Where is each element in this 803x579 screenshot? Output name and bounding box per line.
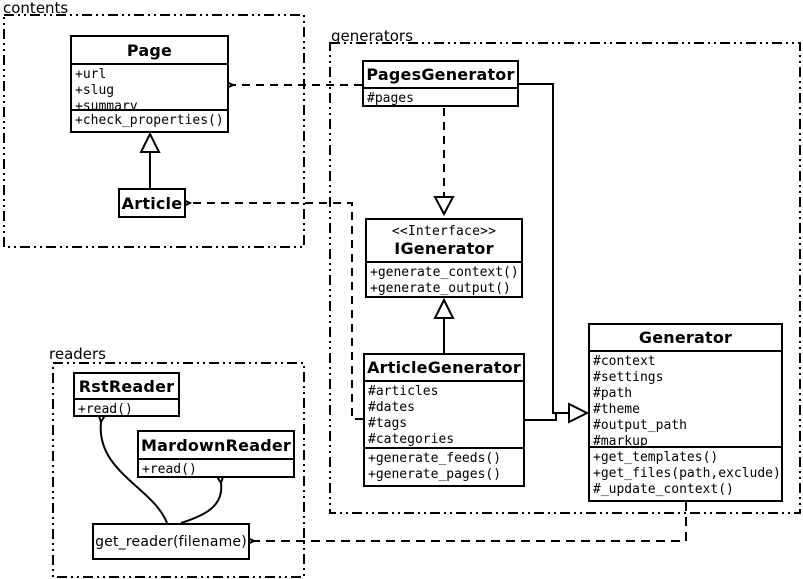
member-row: #_update_context()	[593, 482, 734, 497]
methods-compartment: +generate_context()+generate_output()	[367, 261, 521, 296]
member-row: #path	[593, 386, 633, 401]
package-border-generators	[329, 42, 801, 514]
member-row: #output_path	[593, 418, 687, 433]
edge-generator-to-getreader	[254, 502, 687, 541]
member-row: #theme	[593, 402, 640, 417]
member-row: +get_files(path,exclude)	[593, 466, 781, 481]
class-rst-reader: RstReader +read()	[73, 372, 180, 417]
edge-articlegenerator-to-article	[190, 203, 363, 420]
class-title: RstReader	[78, 376, 175, 396]
member-row: +read()	[78, 402, 133, 415]
attributes-compartment: #pages	[364, 87, 517, 105]
member-row: +generate_output()	[370, 281, 511, 296]
member-row: #articles	[368, 384, 439, 399]
attributes-compartment: #articles#dates#tags#categories	[365, 380, 523, 447]
member-row: +check_properties()	[75, 113, 224, 128]
methods-compartment: +check_properties()	[72, 109, 227, 131]
package-border-readers	[52, 362, 305, 578]
member-row: +url	[75, 67, 107, 82]
edge-pagesgenerator-to-generator	[519, 83, 569, 414]
methods-compartment: +generate_feeds()+generate_pages()	[365, 447, 523, 485]
member-row: #pages	[367, 91, 414, 105]
member-row: +generate_context()	[370, 265, 519, 280]
function-box-get-reader: get_reader(filename)	[92, 523, 250, 560]
edge-getreader-to-rstreader	[101, 422, 168, 524]
package-label-readers: readers	[49, 345, 106, 363]
class-title: PagesGenerator	[366, 65, 515, 84]
function-label: get_reader(filename)	[95, 533, 247, 550]
triangle-articlegenerator-to-igenerator	[433, 297, 455, 319]
methods-compartment: +read()	[75, 398, 178, 415]
triangle-pagesgenerator-to-igenerator	[433, 196, 455, 217]
class-article: Article	[118, 188, 186, 218]
class-title: <<Interface>> IGenerator	[367, 220, 521, 261]
member-row: +read()	[142, 462, 197, 476]
class-title: Article	[121, 193, 183, 213]
methods-compartment: +read()	[139, 458, 293, 476]
package-label-generators: generators	[331, 27, 413, 45]
class-pages-generator: PagesGenerator #pages	[362, 60, 519, 107]
triangle-to-generator	[568, 402, 590, 424]
class-article-generator: ArticleGenerator #articles#dates#tags#ca…	[363, 353, 525, 487]
member-row: #tags	[368, 416, 408, 431]
member-row: +generate_pages()	[368, 467, 502, 482]
member-row: +get_templates()	[593, 450, 719, 465]
package-border-contents	[3, 14, 305, 248]
class-title: ArticleGenerator	[367, 358, 521, 377]
member-row: +slug	[75, 83, 115, 98]
member-row: #context	[593, 354, 656, 369]
member-row: #markup	[593, 434, 648, 446]
triangle-article-to-page	[139, 131, 161, 153]
methods-compartment: +get_templates()+get_files(path,exclude)…	[590, 446, 781, 500]
class-title: Page	[126, 40, 173, 60]
class-generator: Generator #context#settings#path#theme#o…	[588, 323, 783, 502]
class-title-text: IGenerator	[394, 238, 494, 258]
member-row: +generate_feeds()	[368, 451, 502, 466]
class-title: MardownReader	[141, 435, 291, 455]
attributes-compartment: +url+slug+summary	[72, 63, 227, 109]
member-row: #dates	[368, 400, 415, 415]
member-row: +summary	[75, 99, 138, 109]
class-title: Generator	[638, 328, 733, 347]
stereotype-label: <<Interface>>	[391, 223, 497, 239]
class-igenerator: <<Interface>> IGenerator +generate_conte…	[365, 218, 523, 298]
member-row: #settings	[593, 370, 664, 385]
class-mardown-reader: MardownReader +read()	[137, 430, 295, 478]
edge-getreader-to-mardownreader	[180, 483, 221, 524]
member-row: #categories	[368, 432, 455, 447]
package-label-contents: contents	[3, 0, 69, 17]
edge-articlegenerator-to-generator	[525, 414, 557, 421]
class-page: Page +url+slug+summary +check_properties…	[70, 35, 229, 133]
attributes-compartment: #context#settings#path#theme#output_path…	[590, 350, 781, 446]
